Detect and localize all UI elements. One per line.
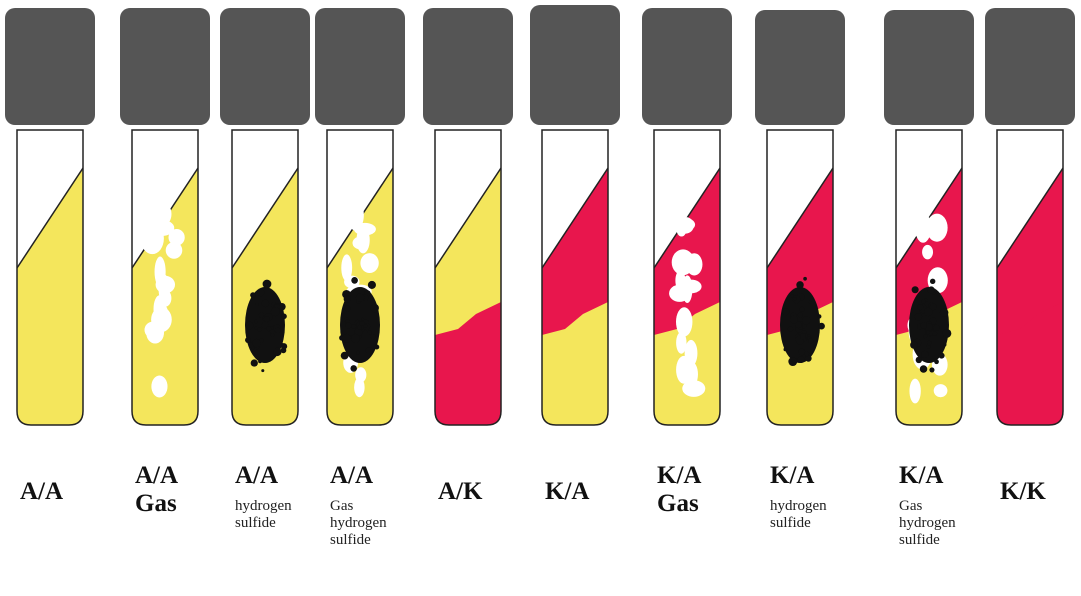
h2s-note: sulfide	[899, 532, 956, 549]
tube-cap	[985, 8, 1075, 125]
tube-cap	[423, 8, 513, 125]
tube-medium	[997, 130, 1063, 425]
tube-cap	[315, 8, 405, 125]
tube-cap	[530, 5, 620, 125]
tube-medium	[896, 130, 962, 425]
gas-note: Gas	[657, 490, 701, 518]
h2s-note: sulfide	[235, 515, 292, 532]
result-code: A/A	[135, 462, 178, 490]
h2s-note: hydrogen	[770, 498, 827, 515]
tube-aa-gas-h2s	[315, 8, 405, 425]
tube-aa-gas	[120, 8, 210, 425]
result-code: A/K	[438, 478, 482, 506]
h2s-note: sulfide	[330, 532, 387, 549]
tube-ka	[530, 5, 620, 425]
tube-medium	[435, 130, 501, 425]
tube-ka-gas-h2s	[884, 10, 974, 425]
tube-kk	[985, 8, 1075, 425]
tube-cap	[120, 8, 210, 125]
tube-ka-gas	[642, 8, 732, 425]
result-code: A/A	[235, 462, 292, 490]
h2s-note: hydrogen	[330, 515, 387, 532]
h2s-note: Gas	[330, 498, 387, 515]
tube-cap	[5, 8, 95, 125]
tube-cap	[642, 8, 732, 125]
result-code: K/A	[899, 462, 956, 490]
tube-cap	[884, 10, 974, 125]
tube-cap	[220, 8, 310, 125]
result-code: K/K	[1000, 478, 1046, 506]
tube-label-ak: A/K	[438, 478, 482, 506]
tube-medium	[654, 130, 720, 425]
tube-medium	[327, 130, 393, 425]
tube-aa-h2s	[220, 8, 310, 425]
result-code: A/A	[330, 462, 387, 490]
tube-medium	[542, 130, 608, 425]
h2s-note: sulfide	[770, 515, 827, 532]
tube-medium	[767, 130, 833, 425]
tube-medium	[232, 130, 298, 425]
tube-cap	[755, 10, 845, 125]
tube-ak	[423, 8, 513, 425]
tube-label-ka: K/A	[545, 478, 589, 506]
tube-ka-h2s	[755, 10, 845, 425]
tube-medium	[17, 130, 83, 425]
tube-aa	[5, 8, 95, 425]
result-code: A/A	[20, 478, 63, 506]
tube-label-aa: A/A	[20, 478, 63, 506]
result-code: K/A	[657, 462, 701, 490]
tube-label-kk: K/K	[1000, 478, 1046, 506]
tube-medium	[132, 130, 198, 425]
result-code: K/A	[545, 478, 589, 506]
gas-note: Gas	[135, 490, 178, 518]
h2s-note: hydrogen	[899, 515, 956, 532]
result-code: K/A	[770, 462, 827, 490]
h2s-note: Gas	[899, 498, 956, 515]
h2s-note: hydrogen	[235, 498, 292, 515]
